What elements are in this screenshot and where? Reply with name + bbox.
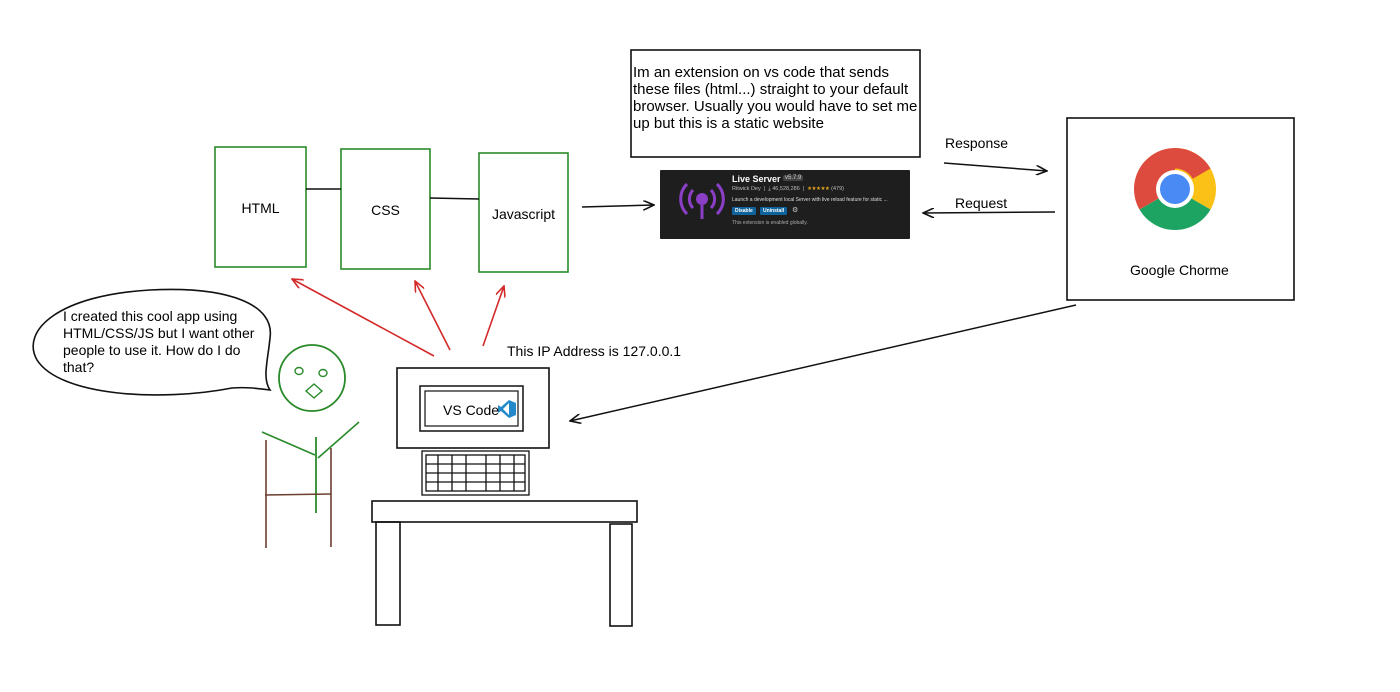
request-label: Request — [955, 194, 1007, 213]
extension-rating-count: (479) — [831, 186, 844, 192]
rating-stars: ★★★★★ — [807, 186, 829, 192]
desk-left-leg — [376, 522, 400, 625]
note-text: Im an extension on vs code that sends th… — [633, 64, 923, 132]
disable-button[interactable]: Disable — [732, 207, 756, 215]
person-left-eye — [295, 368, 303, 375]
css-label: CSS — [341, 202, 430, 218]
extension-installs: 46,528,286 — [772, 186, 800, 192]
person-mouth — [306, 384, 322, 398]
monitor-label: VS Code — [443, 401, 499, 420]
response-label: Response — [945, 134, 1008, 153]
extension-author: Ritwick Dey — [732, 186, 761, 192]
css-js-connector — [430, 198, 479, 199]
uninstall-button[interactable]: Uninstall — [760, 207, 787, 215]
extension-meta: Ritwick Dey | ⤓ 46,528,286 | ★★★★★ (479) — [732, 186, 844, 193]
person-left-arm — [262, 432, 315, 455]
extension-name: Live Server — [732, 174, 781, 184]
ip-address-label: This IP Address is 127.0.0.1 — [507, 342, 681, 361]
html-label: HTML — [215, 200, 306, 216]
person-figure — [262, 345, 359, 548]
desk-top — [372, 501, 637, 522]
chrome-icon — [1134, 148, 1216, 230]
arrow-to-javascript — [483, 286, 504, 346]
person-right-arm — [318, 422, 359, 458]
js-to-extension-arrow — [582, 205, 654, 207]
extension-version: v5.7.9 — [783, 175, 803, 181]
vscode-icon — [498, 400, 516, 418]
live-server-extension-card: Live Server v5.7.9 Ritwick Dey | ⤓ 46,52… — [660, 170, 910, 239]
live-server-icon — [672, 177, 732, 227]
computer — [372, 368, 637, 626]
desk-right-leg — [610, 524, 632, 626]
extension-description: Launch a development local Server with l… — [732, 197, 888, 203]
arrow-to-css — [415, 281, 450, 350]
keyboard — [422, 451, 529, 495]
javascript-label: Javascript — [479, 206, 568, 222]
browser-label: Google Chorme — [1130, 261, 1229, 280]
speech-text: I created this cool app using HTML/CSS/J… — [63, 308, 273, 376]
browser-to-vscode-arrow — [570, 305, 1076, 421]
gear-icon[interactable]: ⚙ — [792, 206, 798, 214]
person-hip — [265, 494, 331, 495]
extension-status: This extension is enabled globally. — [732, 220, 808, 226]
download-icon: ⤓ — [768, 186, 770, 192]
person-head — [279, 345, 345, 411]
response-arrow — [944, 163, 1047, 171]
person-right-eye — [319, 370, 327, 377]
